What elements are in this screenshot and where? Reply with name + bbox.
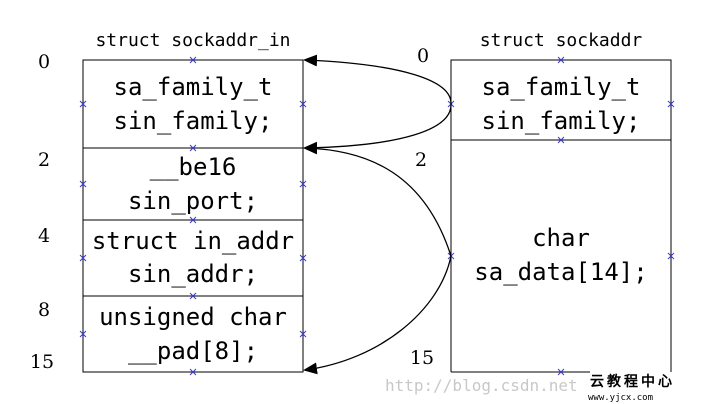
right-field-2-type: char	[532, 224, 590, 252]
right-field-1-type: sa_family_t	[482, 73, 641, 101]
left-struct-title: struct sockaddr_in	[95, 30, 290, 51]
watermark-brand: 云教程中心	[590, 373, 675, 390]
right-field-2-name: sa_data[14];	[474, 258, 647, 286]
left-field-3-type: struct in_addr	[92, 227, 294, 255]
left-field-3-name: sin_addr;	[128, 260, 258, 288]
right-struct-title: struct sockaddr	[480, 30, 643, 51]
arrow-family-to-family	[303, 54, 452, 105]
left-offset-label: 0	[38, 51, 50, 73]
left-field-2-type: __be16	[150, 153, 237, 181]
left-field-1-name: sin_family;	[114, 107, 273, 135]
left-offset-label: 8	[38, 299, 50, 321]
watermark-brand-sub: www.yjcx.com	[588, 393, 653, 403]
left-field-1-type: sa_family_t	[114, 73, 273, 101]
connection-handles	[79, 56, 675, 376]
arrow-family-to-port	[303, 103, 452, 154]
left-offset-label: 2	[38, 149, 50, 171]
watermark-url: http://blog.csdn.net	[385, 376, 578, 395]
left-field-4-type: unsigned char	[99, 303, 287, 331]
right-offset-label: 2	[415, 149, 427, 171]
left-field-2-name: sin_port;	[128, 187, 258, 215]
arrow-data-to-pad	[303, 255, 452, 375]
left-field-4-name: __pad[8];	[128, 337, 258, 365]
arrow-data-to-port	[303, 142, 452, 257]
right-offset-label: 15	[410, 347, 434, 369]
left-offset-label: 4	[38, 225, 50, 247]
right-offset-label: 0	[417, 45, 429, 67]
left-offset-label: 15	[30, 351, 54, 373]
right-field-1-name: sin_family;	[482, 107, 641, 135]
